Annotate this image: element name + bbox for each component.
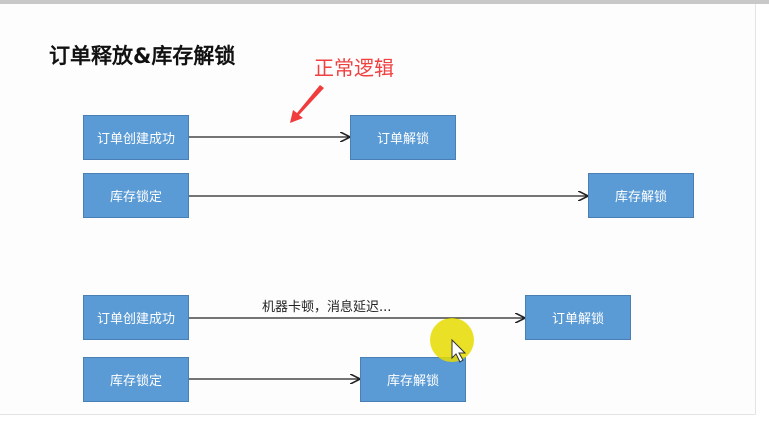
box-delayed-order-created: 订单创建成功 xyxy=(83,295,189,340)
delay-label: 机器卡顿，消息延迟... xyxy=(262,300,392,315)
slide-title: 订单释放&库存解锁 xyxy=(49,44,236,68)
box-order-created: 订单创建成功 xyxy=(83,115,189,160)
box-stock-locked: 库存锁定 xyxy=(83,173,189,218)
annotation-normal-logic: 正常逻辑 xyxy=(314,56,394,80)
box-order-unlock: 订单解锁 xyxy=(350,115,456,160)
window-top-bar xyxy=(0,0,769,4)
box-delayed-stock-locked: 库存锁定 xyxy=(83,357,189,402)
red-pointer-arrow-icon xyxy=(290,85,324,123)
box-stock-unlock: 库存解锁 xyxy=(588,173,694,218)
box-delayed-stock-unlock: 库存解锁 xyxy=(360,357,466,402)
box-delayed-order-unlock: 订单解锁 xyxy=(525,295,631,340)
